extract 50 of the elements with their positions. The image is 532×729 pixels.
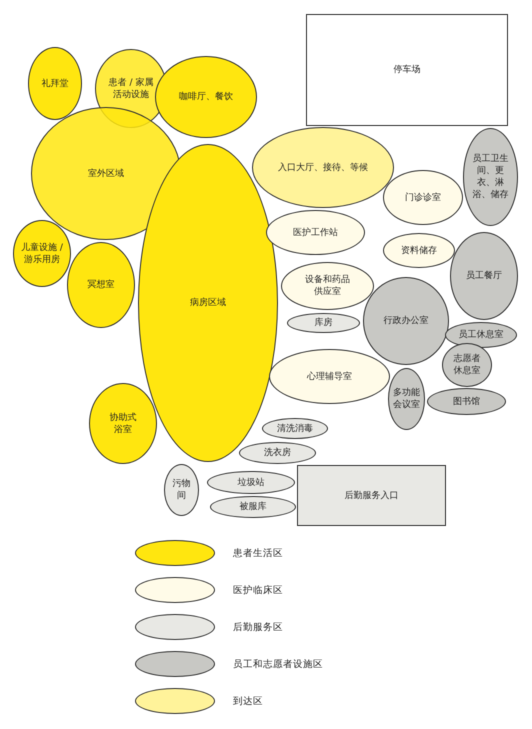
room-bubble — [210, 496, 296, 518]
room-label: 员工餐厅 — [466, 270, 502, 282]
room-bubble — [445, 322, 517, 348]
room-bubble — [269, 349, 390, 404]
area-box — [297, 465, 446, 526]
room-bubble — [442, 343, 492, 387]
room-bubble — [67, 242, 135, 328]
room-label: 被服库 — [240, 501, 266, 513]
room-bubble — [239, 442, 316, 464]
area-box — [306, 14, 508, 126]
room-label: 志愿者休息室 — [452, 353, 482, 377]
room-label: 儿童设施 / 游乐用房 — [20, 242, 64, 266]
room-label: 库房 — [314, 317, 332, 329]
room-label: 员工休息室 — [458, 329, 504, 341]
room-bubble — [164, 464, 199, 516]
room-label: 病房区域 — [190, 297, 226, 309]
room-label: 垃圾站 — [238, 476, 264, 488]
room-bubble — [427, 388, 506, 415]
room-label: 后勤服务入口 — [344, 490, 398, 502]
room-bubble — [207, 471, 295, 494]
legend-label: 到达区 — [233, 695, 263, 708]
legend-label: 医护临床区 — [233, 584, 283, 597]
room-label: 员工卫生间、更衣、淋浴、储存 — [472, 153, 510, 201]
legend-label: 后勤服务区 — [233, 621, 283, 634]
room-label: 门诊诊室 — [405, 192, 441, 204]
room-bubble — [287, 313, 360, 333]
room-bubble — [383, 233, 455, 268]
room-label: 协助式浴室 — [108, 412, 138, 436]
room-label: 心理辅导室 — [307, 370, 352, 382]
room-label: 行政办公室 — [384, 315, 428, 327]
legend-label: 患者生活区 — [233, 547, 283, 560]
room-label: 咖啡厅、餐饮 — [179, 91, 233, 103]
room-label: 多功能会议室 — [392, 387, 421, 411]
room-label: 图书馆 — [453, 396, 480, 408]
room-label: 患者 / 家属活动设施 — [108, 76, 154, 100]
room-label: 污物间 — [172, 478, 192, 502]
room-bubble — [363, 277, 449, 365]
legend-label: 员工和志愿者设施区 — [233, 658, 323, 671]
room-bubble — [281, 262, 374, 310]
room-label: 停车场 — [394, 64, 420, 76]
room-label: 清洗消毒 — [277, 422, 313, 434]
room-label: 医护工作站 — [293, 226, 338, 238]
room-label: 礼拜堂 — [42, 78, 68, 90]
room-label: 室外区域 — [88, 168, 124, 180]
room-label: 设备和药品供应室 — [304, 274, 351, 298]
room-bubble — [266, 210, 365, 255]
room-label: 洗衣房 — [264, 447, 291, 459]
room-label: 入口大厅、接待、等候 — [278, 162, 368, 174]
room-label: 资料储存 — [401, 244, 437, 256]
room-label: 冥想室 — [88, 279, 114, 291]
